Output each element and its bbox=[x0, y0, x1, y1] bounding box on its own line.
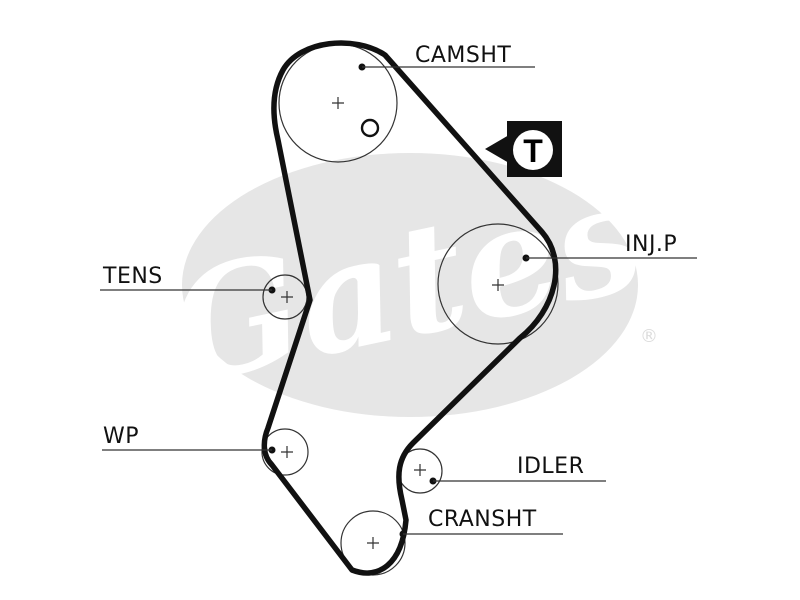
label-injection-pump: INJ.P bbox=[625, 232, 677, 257]
injection-pump-pulley bbox=[437, 223, 559, 345]
timing-mark-icon: T bbox=[485, 121, 562, 177]
label-tensioner: TENS bbox=[102, 264, 163, 289]
idler-center-mark bbox=[414, 464, 426, 476]
label-camshaft: CAMSHT bbox=[415, 43, 511, 68]
registered-mark: ® bbox=[640, 326, 658, 347]
label-water-pump: WP bbox=[103, 424, 139, 449]
gates-watermark: Gates ® bbox=[156, 148, 658, 419]
timing-mark-pointer bbox=[485, 135, 509, 163]
injection-pump-center-mark bbox=[492, 279, 504, 291]
leader-lines bbox=[100, 66, 697, 535]
water-pump-center-mark bbox=[281, 446, 293, 458]
tensioner-center-mark bbox=[281, 291, 293, 303]
component-labels: CAMSHT INJ.P TENS WP IDLER CRANSHT bbox=[102, 43, 677, 532]
timing-belt bbox=[261, 40, 559, 576]
label-idler: IDLER bbox=[517, 454, 584, 479]
timing-mark-disc bbox=[513, 130, 553, 170]
camshaft-timing-hole bbox=[360, 118, 380, 138]
timing-mark-letter: T bbox=[523, 133, 543, 169]
camshaft-center-mark bbox=[332, 97, 344, 109]
water-pump-pulley bbox=[261, 428, 309, 476]
crankshaft-center-mark bbox=[367, 537, 379, 549]
label-crankshaft: CRANSHT bbox=[428, 507, 537, 532]
pulley-centers bbox=[281, 97, 504, 549]
